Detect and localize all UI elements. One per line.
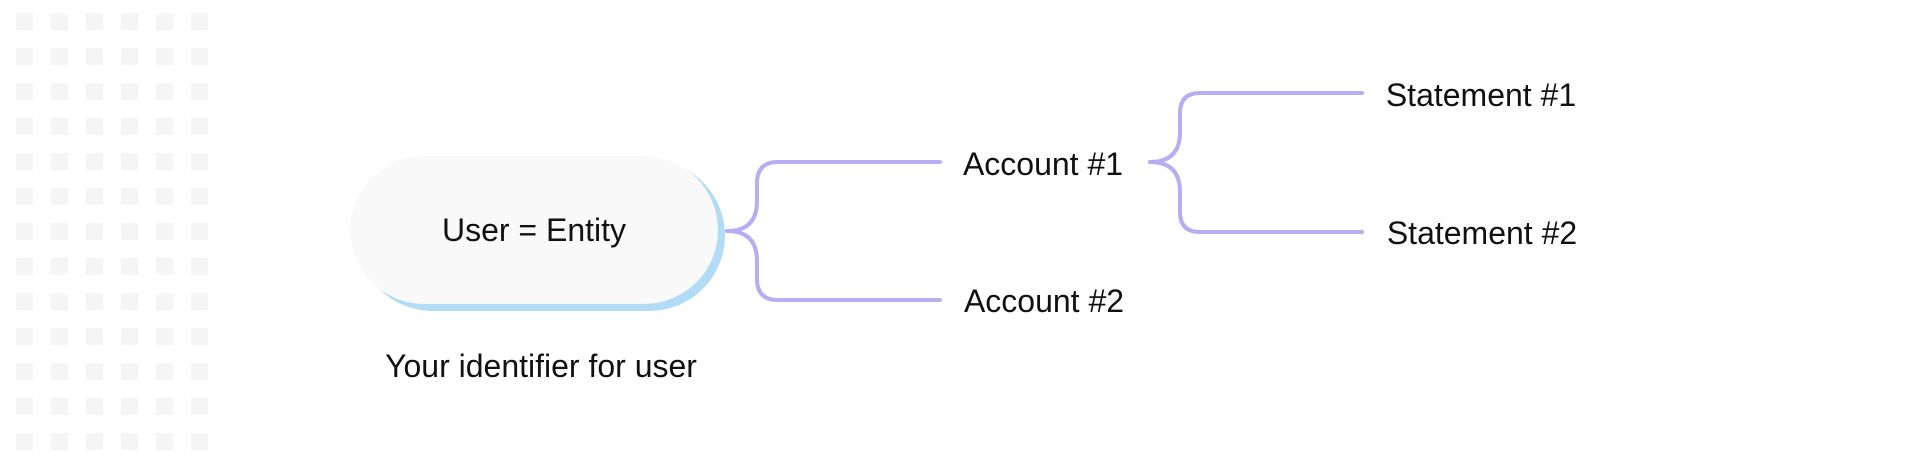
grid-dot <box>51 223 68 240</box>
grid-dot <box>191 48 208 65</box>
grid-dot <box>86 293 103 310</box>
connector-root-to-account-1 <box>725 160 942 233</box>
grid-dot <box>121 398 138 415</box>
connector-account-1-to-statement-2 <box>1148 160 1364 234</box>
grid-dot <box>121 258 138 275</box>
grid-dot <box>191 398 208 415</box>
grid-dot <box>191 13 208 30</box>
grid-dot <box>16 258 33 275</box>
grid-dot <box>16 293 33 310</box>
grid-dot <box>51 433 68 450</box>
grid-dot <box>156 118 173 135</box>
grid-dot <box>121 293 138 310</box>
grid-dot <box>156 188 173 205</box>
grid-dot <box>51 363 68 380</box>
grid-dot <box>121 83 138 100</box>
grid-dot <box>191 83 208 100</box>
grid-dot <box>86 398 103 415</box>
grid-dot <box>156 363 173 380</box>
grid-dot <box>86 363 103 380</box>
grid-dot <box>51 118 68 135</box>
grid-dot <box>51 48 68 65</box>
grid-dot <box>86 13 103 30</box>
account-node-2: Account #2 <box>963 283 1125 319</box>
grid-dot <box>121 188 138 205</box>
grid-dot <box>16 153 33 170</box>
grid-dot <box>156 293 173 310</box>
decorative-dot-grid <box>16 13 212 453</box>
grid-dot <box>121 433 138 450</box>
grid-dot <box>86 153 103 170</box>
grid-dot <box>191 433 208 450</box>
grid-dot <box>16 188 33 205</box>
connector-account-1-to-statement-1 <box>1148 91 1364 164</box>
grid-dot <box>121 328 138 345</box>
grid-dot <box>121 223 138 240</box>
grid-dot <box>191 293 208 310</box>
grid-dot <box>121 363 138 380</box>
grid-dot <box>191 223 208 240</box>
grid-dot <box>191 188 208 205</box>
grid-dot <box>156 223 173 240</box>
grid-dot <box>156 13 173 30</box>
grid-dot <box>51 258 68 275</box>
grid-dot <box>86 223 103 240</box>
grid-dot <box>156 433 173 450</box>
grid-dot <box>86 83 103 100</box>
grid-dot <box>156 83 173 100</box>
grid-dot <box>51 83 68 100</box>
grid-dot <box>16 83 33 100</box>
root-node-caption: Your identifier for user <box>385 348 697 384</box>
grid-dot <box>156 48 173 65</box>
grid-dot <box>121 13 138 30</box>
grid-dot <box>191 258 208 275</box>
grid-dot <box>51 398 68 415</box>
grid-dot <box>121 153 138 170</box>
grid-dot <box>86 188 103 205</box>
grid-dot <box>16 13 33 30</box>
grid-dot <box>51 328 68 345</box>
grid-dot <box>16 398 33 415</box>
account-node-1: Account #1 <box>962 146 1124 182</box>
grid-dot <box>16 223 33 240</box>
grid-dot <box>16 363 33 380</box>
grid-dot <box>121 48 138 65</box>
statement-node-2: Statement #2 <box>1386 215 1578 251</box>
statement-node-1: Statement #1 <box>1385 77 1577 113</box>
grid-dot <box>16 328 33 345</box>
grid-dot <box>156 258 173 275</box>
grid-dot <box>191 328 208 345</box>
grid-dot <box>86 433 103 450</box>
grid-dot <box>16 118 33 135</box>
grid-dot <box>191 363 208 380</box>
grid-dot <box>51 293 68 310</box>
grid-dot <box>16 433 33 450</box>
root-node-label: User = Entity <box>441 212 627 248</box>
grid-dot <box>121 118 138 135</box>
grid-dot <box>156 398 173 415</box>
grid-dot <box>16 48 33 65</box>
grid-dot <box>51 13 68 30</box>
grid-dot <box>51 188 68 205</box>
root-node: User = Entity <box>350 156 718 304</box>
grid-dot <box>156 153 173 170</box>
grid-dot <box>191 118 208 135</box>
grid-dot <box>51 153 68 170</box>
grid-dot <box>86 328 103 345</box>
grid-dot <box>86 48 103 65</box>
grid-dot <box>191 153 208 170</box>
grid-dot <box>86 258 103 275</box>
connector-root-to-account-2 <box>725 229 942 302</box>
grid-dot <box>156 328 173 345</box>
grid-dot <box>86 118 103 135</box>
